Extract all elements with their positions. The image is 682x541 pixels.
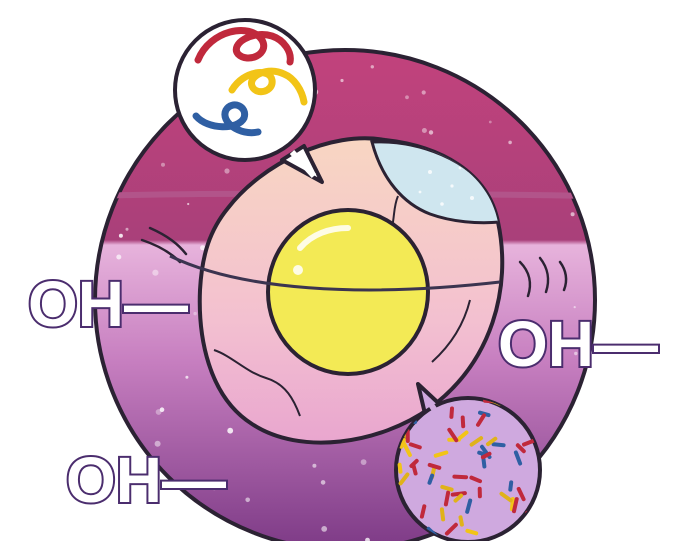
hydroxide-label-right: OH— — [498, 308, 658, 380]
bacterium — [444, 522, 458, 536]
bacterium — [440, 484, 454, 492]
sparkle-dot — [227, 427, 234, 434]
protein-bubble — [173, 18, 324, 184]
sparkle-dot — [552, 355, 558, 362]
sparkle-dot — [360, 459, 367, 465]
sparkle-dot — [321, 526, 328, 532]
bacterium — [457, 430, 469, 440]
bacterium — [465, 498, 473, 514]
bacterium — [469, 436, 484, 447]
bacterium — [491, 442, 506, 448]
bacterium — [443, 490, 451, 507]
sparkle-dot — [185, 375, 189, 379]
hydroxide-label-bottom: OH— — [66, 444, 226, 516]
sparkle-dot — [104, 128, 110, 134]
bacterium — [449, 406, 454, 419]
sparkle-dot — [421, 90, 426, 95]
sparkle-dot — [488, 120, 492, 124]
sparkle-dot — [370, 65, 374, 69]
yolk — [266, 208, 430, 376]
bacterium — [465, 528, 479, 536]
bacterium — [433, 450, 449, 458]
bacterium — [526, 520, 537, 530]
sparkle-dot — [193, 311, 197, 316]
bacterium — [402, 441, 412, 457]
bacterium — [480, 451, 492, 460]
bacterium — [408, 442, 422, 450]
bacterium — [508, 480, 514, 492]
sparkle-dot — [540, 332, 544, 335]
sparkle-dot — [154, 440, 161, 447]
bacterium — [460, 415, 466, 429]
bacterium — [439, 507, 446, 522]
bacterium — [447, 427, 459, 443]
bacterium — [522, 438, 537, 447]
bacterium — [419, 504, 427, 519]
sparkle-dot — [212, 486, 217, 491]
bacterium — [427, 473, 435, 485]
sparkle-dot — [405, 95, 409, 100]
bacterium — [450, 491, 467, 497]
protein-strands-icon — [192, 27, 308, 137]
bacterium — [411, 463, 418, 476]
sparkle-dot — [118, 233, 123, 238]
sparkle-dot — [365, 537, 370, 541]
bacterium — [515, 443, 526, 454]
sparkle-dot — [178, 536, 183, 540]
sparkle-dot — [320, 480, 326, 485]
sparkle-dot — [508, 140, 512, 145]
sparkle-dot — [555, 474, 562, 480]
bacterium — [516, 486, 526, 502]
bacterium — [452, 474, 469, 480]
sparkle-dot — [245, 497, 250, 503]
sparkle-dot — [187, 202, 190, 206]
hydroxide-label-left: OH— — [28, 268, 188, 340]
sparkle-dot — [536, 517, 541, 522]
sparkle-dot — [428, 130, 434, 135]
bacterium — [476, 413, 486, 427]
egg — [169, 136, 505, 445]
sparkle-dot — [125, 227, 129, 231]
bacterium — [453, 493, 464, 503]
sparkle-dot — [200, 245, 206, 251]
bacterium — [469, 475, 482, 484]
bacterium — [513, 450, 523, 466]
sparkle-dot — [152, 269, 159, 276]
bacterium — [507, 533, 518, 541]
bacterium — [486, 436, 498, 447]
bacterium — [409, 458, 419, 468]
sparkle-dot — [161, 162, 165, 167]
sparkle-dot — [574, 351, 578, 356]
bacterium — [398, 472, 410, 486]
sparkle-dot — [340, 78, 344, 83]
bacterium — [458, 515, 464, 527]
bacterium — [499, 491, 513, 503]
sparkle-dot — [159, 407, 165, 413]
sparkle-dot — [573, 306, 576, 309]
bacterium — [512, 497, 519, 514]
sparkle-dot — [421, 128, 427, 133]
sparkle-dot — [570, 212, 575, 217]
sparkle-dot — [312, 463, 317, 468]
sparkle-dot — [224, 168, 230, 174]
sparkle-dot — [116, 254, 122, 260]
bacterium — [399, 437, 406, 449]
bacterium — [397, 462, 403, 474]
bacterium — [427, 462, 442, 470]
